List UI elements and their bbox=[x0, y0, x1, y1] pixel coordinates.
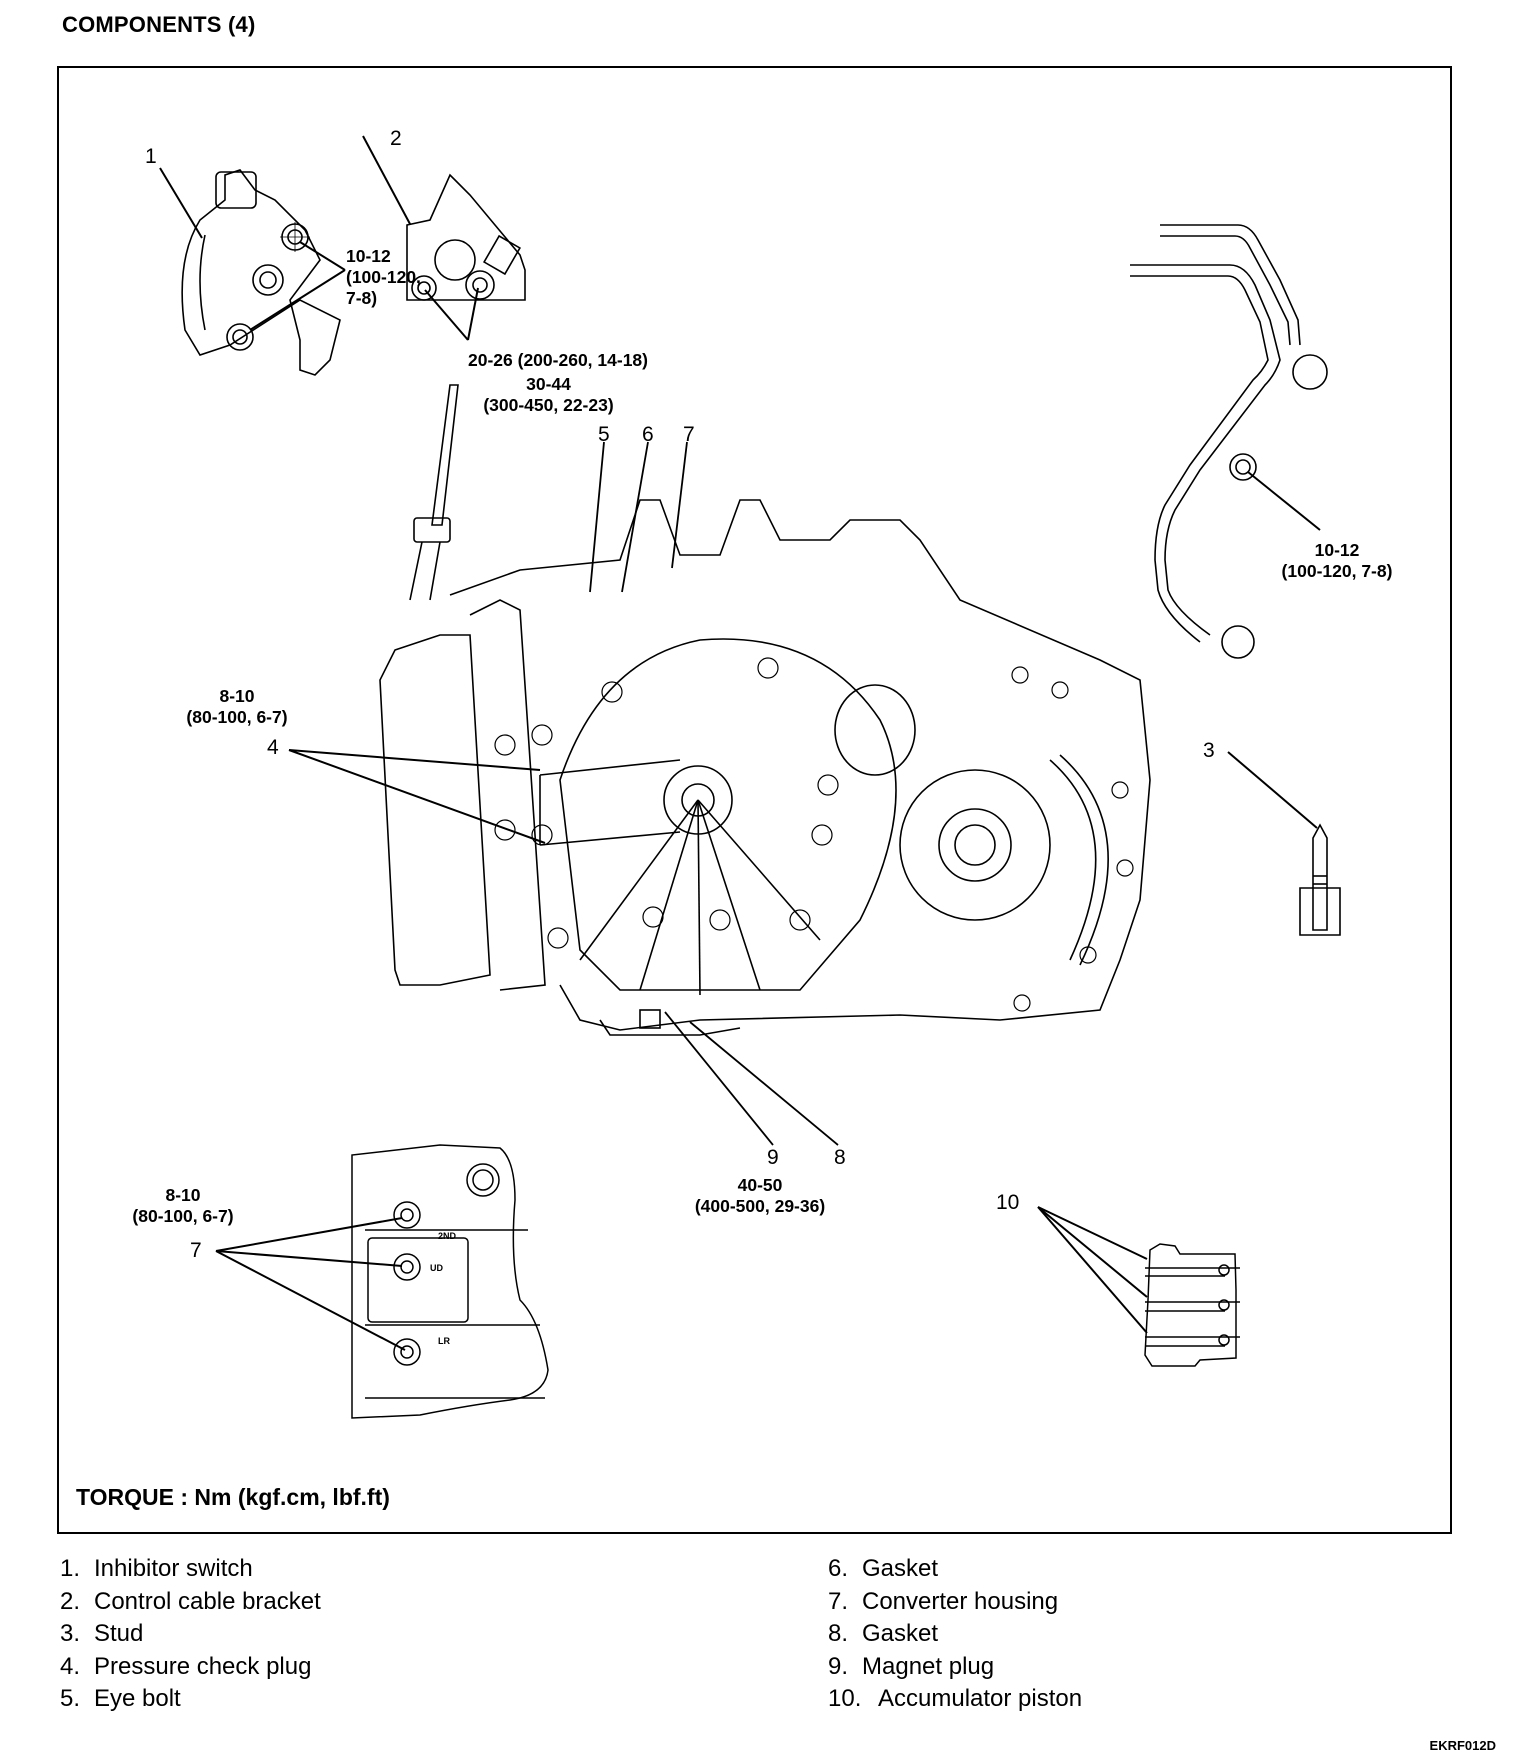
callout-leader-7a bbox=[215, 1217, 403, 1252]
callout-8: 8 bbox=[834, 1146, 846, 1169]
legend-item: 5.Eye bolt bbox=[60, 1685, 181, 1712]
legend-item: 1.Inhibitor switch bbox=[60, 1555, 253, 1582]
legend-item: 4.Pressure check plug bbox=[60, 1652, 312, 1680]
callout-leader-7c bbox=[215, 1250, 406, 1351]
legend-item: 8.Gasket bbox=[828, 1620, 939, 1647]
legend-item: 6.Gasket bbox=[828, 1555, 939, 1582]
converter-housing-detail-drawing bbox=[351, 1144, 549, 1419]
callout-leader-1 bbox=[159, 167, 203, 239]
diagram-frame bbox=[57, 66, 1452, 1534]
legend-right: 6.Gasket 7.Converter housing 8.Gasket 9.… bbox=[828, 1553, 1082, 1716]
legend-item: 9.Magnet plug bbox=[828, 1652, 995, 1680]
torque-leader-2b bbox=[467, 287, 479, 341]
torque-spec-oil-cooler-pipe: 10-12 (100-120, 7-8) bbox=[1281, 540, 1393, 581]
torque-spec-eye-bolt: 30-44 (300-450, 22-23) bbox=[483, 374, 614, 415]
torque-leader-pipe bbox=[1247, 471, 1321, 531]
legend-left: 1.Inhibitor switch 2.Control cable brack… bbox=[60, 1553, 321, 1716]
callout-leader-4b bbox=[288, 749, 546, 844]
torque-unit-note: TORQUE : Nm (kgf.cm, lbf.ft) bbox=[76, 1484, 390, 1510]
page-title: COMPONENTS (4) bbox=[62, 12, 256, 37]
dipstick-tube-drawing bbox=[409, 384, 459, 601]
legend-item: 10.Accumulator piston bbox=[828, 1685, 1083, 1712]
marking-ud: UD bbox=[430, 1263, 443, 1273]
torque-leader-2a bbox=[424, 289, 469, 341]
callout-4: 4 bbox=[267, 736, 279, 759]
callout-leader-10c bbox=[1037, 1206, 1148, 1334]
legend-item: 3.Stud bbox=[60, 1620, 144, 1647]
callout-leader-8 bbox=[689, 1021, 839, 1146]
marking-2nd: 2ND bbox=[438, 1231, 457, 1241]
callout-7-top: 7 bbox=[683, 423, 695, 446]
callout-leader-5 bbox=[589, 441, 605, 593]
marking-lr: LR bbox=[438, 1336, 450, 1346]
torque-leader-1a bbox=[299, 241, 346, 271]
figure-code: EKRF012D bbox=[1429, 1738, 1496, 1753]
callout-1: 1 bbox=[145, 145, 157, 168]
stud-drawing bbox=[1299, 823, 1341, 936]
callout-leader-6 bbox=[621, 441, 649, 593]
callout-10: 10 bbox=[996, 1191, 1020, 1214]
callout-leader-10a bbox=[1037, 1206, 1148, 1260]
callout-leader-7b bbox=[215, 1250, 403, 1267]
callout-6: 6 bbox=[642, 423, 654, 446]
callout-3: 3 bbox=[1203, 739, 1215, 762]
inhibitor-switch-drawing bbox=[181, 169, 341, 376]
torque-spec-converter-housing-plugs: 8-10 (80-100, 6-7) bbox=[132, 1185, 234, 1226]
torque-spec-magnet-plug: 40-50 (400-500, 29-36) bbox=[694, 1175, 826, 1216]
legend-item: 7.Converter housing bbox=[828, 1587, 1059, 1615]
oil-cooler-pipes-drawing bbox=[1130, 224, 1328, 659]
control-cable-bracket-drawing bbox=[406, 173, 526, 301]
transmission-case-drawing bbox=[379, 499, 1151, 1036]
callout-7-bottom: 7 bbox=[190, 1239, 202, 1262]
callout-leader-9 bbox=[664, 1011, 774, 1146]
callout-5: 5 bbox=[598, 423, 610, 446]
callout-leader-10b bbox=[1037, 1206, 1148, 1298]
torque-spec-pressure-check-plug: 8-10 (80-100, 6-7) bbox=[186, 686, 288, 727]
torque-leader-1b bbox=[249, 269, 346, 331]
accumulator-detail-drawing bbox=[1144, 1243, 1240, 1367]
torque-spec-inhibitor-switch: 10-12 (100-120, 7-8) bbox=[346, 246, 421, 308]
legend-item: 2.Control cable bracket bbox=[60, 1587, 321, 1615]
callout-leader-2 bbox=[362, 135, 411, 225]
callout-9: 9 bbox=[767, 1146, 779, 1169]
callout-2: 2 bbox=[390, 127, 402, 150]
torque-spec-control-cable-bracket: 20-26 (200-260, 14-18) bbox=[468, 350, 648, 370]
callout-leader-4a bbox=[288, 749, 541, 771]
callout-leader-3 bbox=[1227, 751, 1318, 829]
callout-leader-7-top bbox=[671, 441, 688, 569]
